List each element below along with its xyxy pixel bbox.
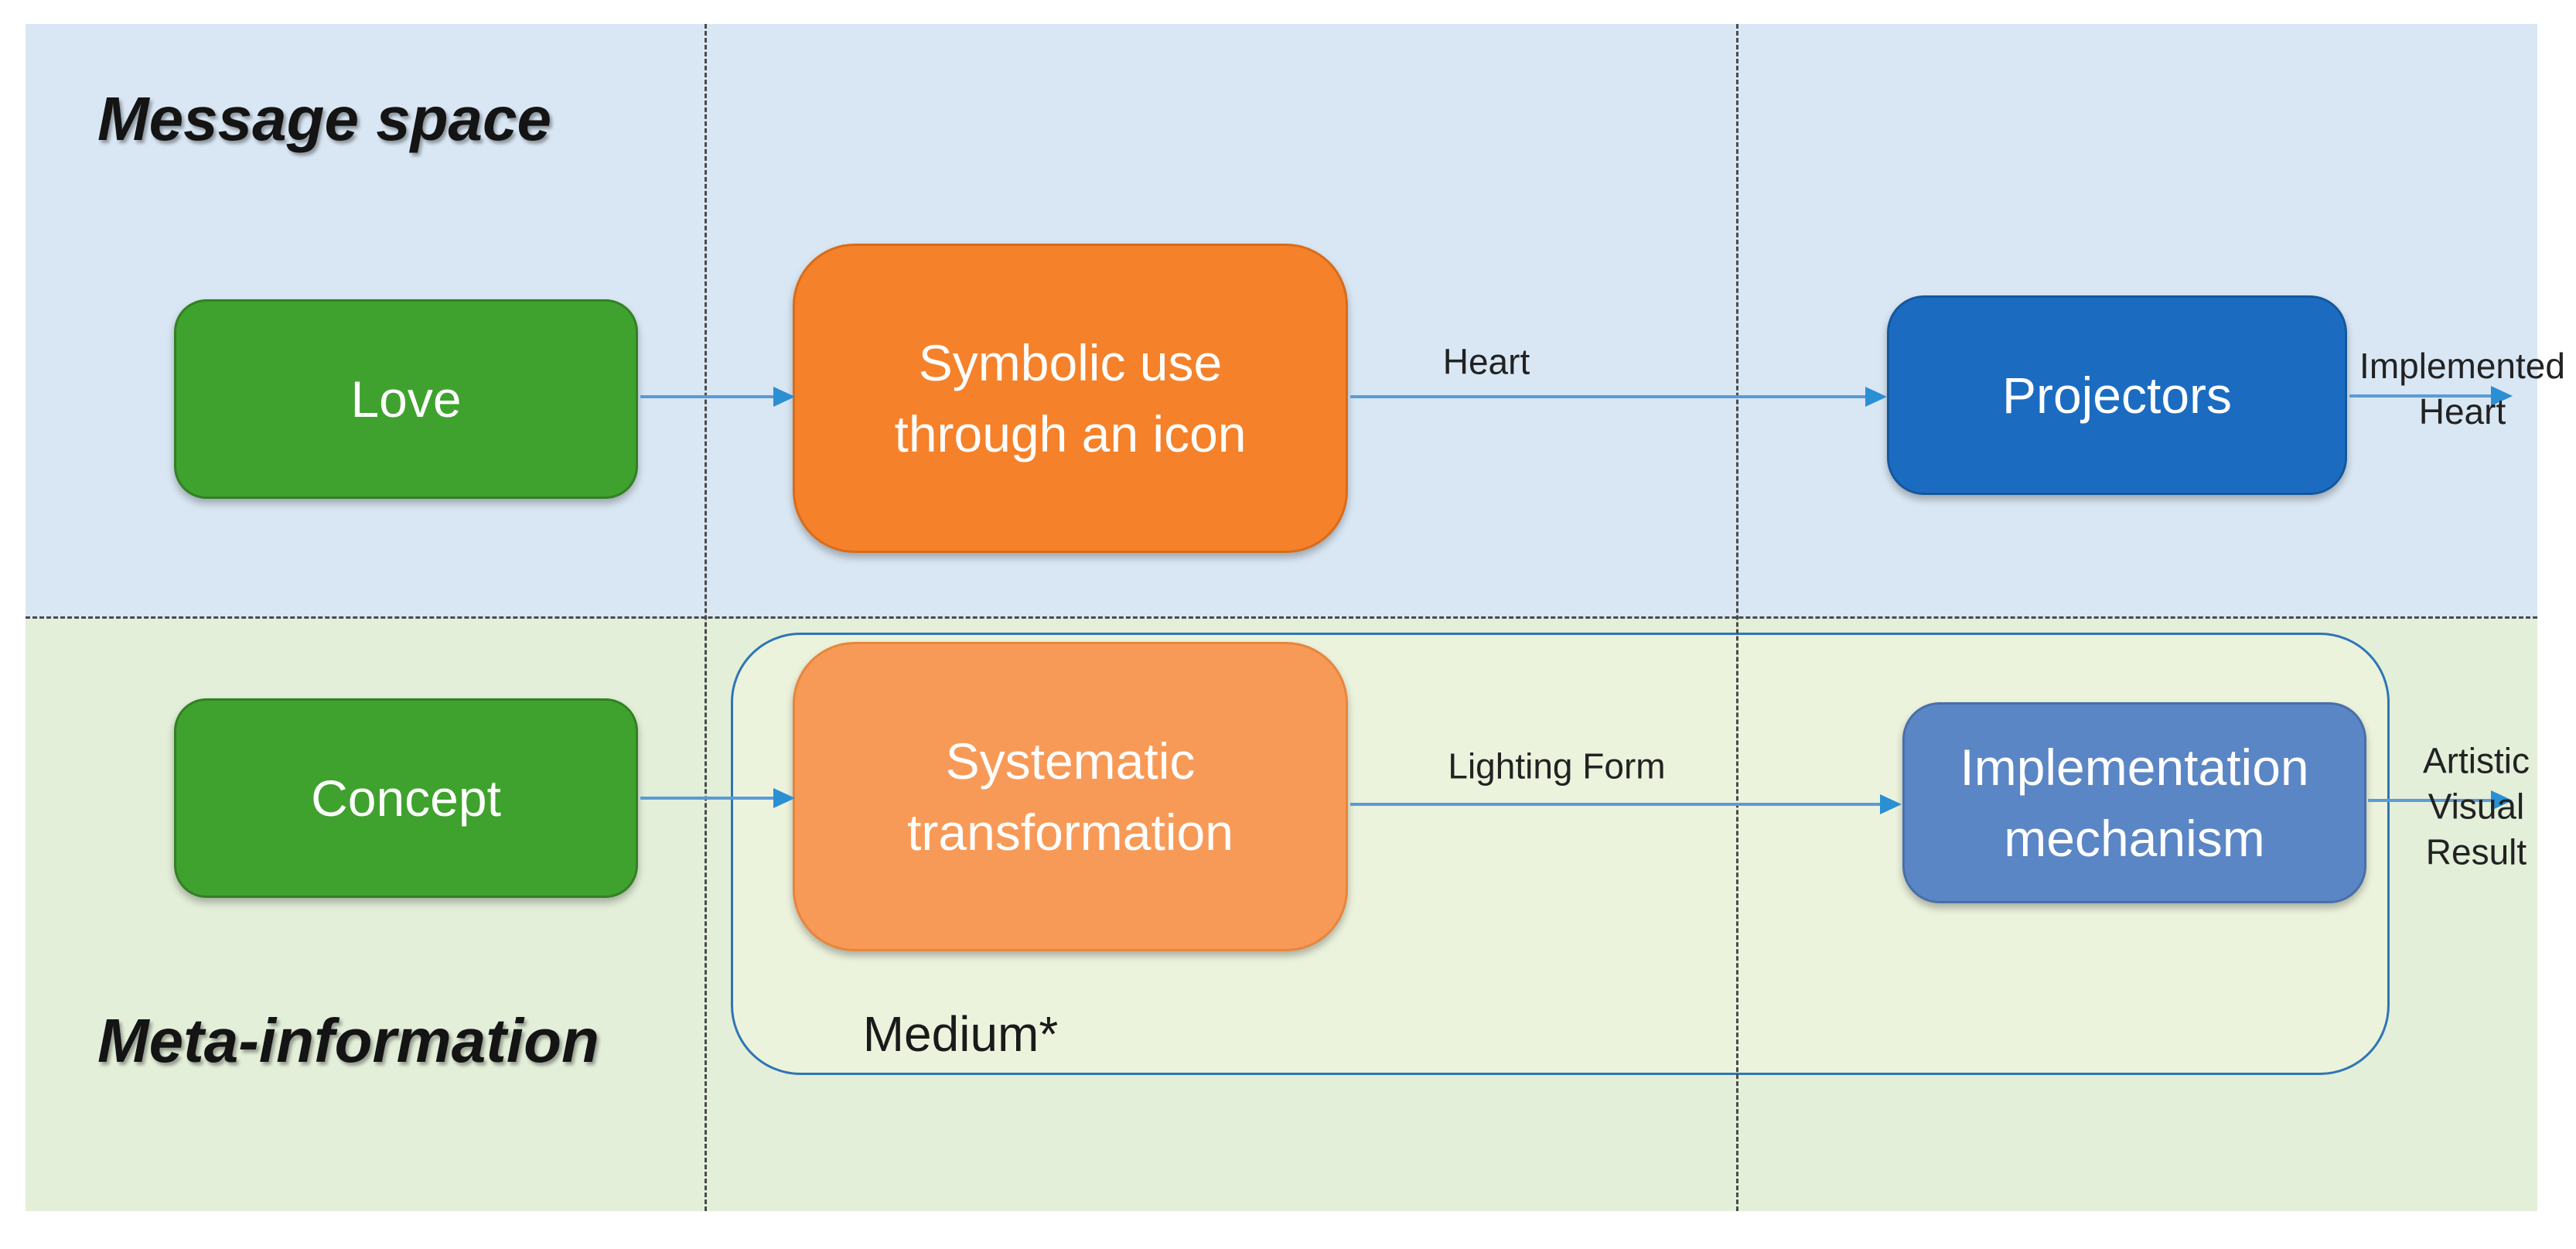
edge-label-heart: Heart xyxy=(1442,341,1530,382)
arrowhead-right-icon xyxy=(2491,386,2513,406)
edge-label-artistic-visual-result: Artistic Visual Result xyxy=(2423,740,2530,872)
medium-container-label: Medium* xyxy=(862,1006,1059,1062)
node-symbolic-use-through-an-icon: Symbolic use through an icon xyxy=(793,244,1348,553)
node-concept: Concept xyxy=(174,698,638,898)
arrowhead-right-icon xyxy=(773,387,795,407)
arrowhead-right-icon xyxy=(1865,387,1887,407)
arrow-line xyxy=(640,797,792,800)
arrow-line xyxy=(2368,799,2509,802)
arrow-line xyxy=(1350,803,1899,806)
meta-information-title: Meta-information xyxy=(97,1006,599,1075)
arrowhead-right-icon xyxy=(1880,794,1902,814)
node-love: Love xyxy=(174,299,638,499)
horizontal-dashed-divider xyxy=(26,616,2537,619)
node-implementation-mechanism: Implementation mechanism xyxy=(1902,702,2366,903)
edge-label-implemented-heart: Implemented Heart xyxy=(2359,346,2565,432)
arrow-line xyxy=(640,395,792,398)
message-space-title: Message space xyxy=(97,84,552,153)
arrowhead-right-icon xyxy=(2491,790,2513,810)
arrowhead-right-icon xyxy=(773,788,795,808)
arrow-line xyxy=(1350,395,1884,398)
node-projectors: Projectors xyxy=(1887,295,2347,495)
node-systematic-transformation: Systematic transformation xyxy=(793,642,1348,951)
edge-label-lighting-form: Lighting Form xyxy=(1448,746,1666,787)
arrow-line xyxy=(2349,394,2509,398)
